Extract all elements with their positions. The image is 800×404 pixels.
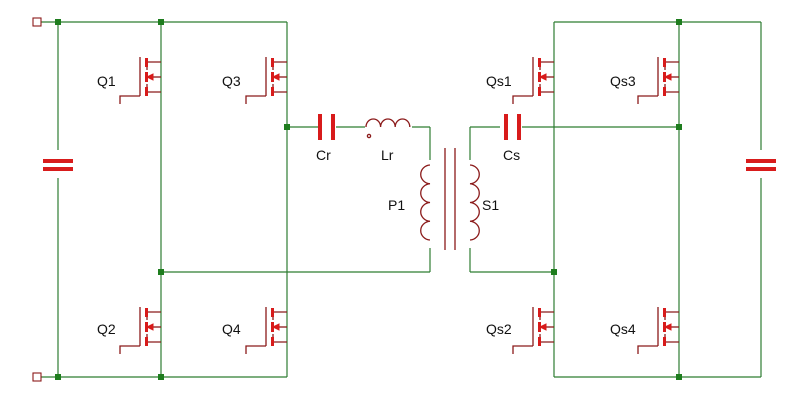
mosfet-q4 (245, 300, 287, 354)
mosfet-qs2 (512, 300, 554, 354)
junction-dot (55, 19, 61, 25)
mosfet-qs4 (637, 300, 679, 354)
junction-dot (55, 374, 61, 380)
label-q3: Q3 (222, 73, 241, 89)
junction-dot (676, 374, 682, 380)
mosfet-qs1 (512, 50, 554, 104)
capacitor-cr (318, 114, 335, 140)
capacitor-cs (504, 114, 521, 140)
input-capacitor (43, 150, 73, 178)
junction-dot (676, 19, 682, 25)
mosfet-qs3 (637, 50, 679, 104)
label-q2: Q2 (97, 321, 116, 337)
junction-dot (551, 269, 557, 275)
junction-dot (158, 269, 164, 275)
junction-dot (158, 19, 164, 25)
junction-dot (158, 374, 164, 380)
input-port-bottom (32, 372, 42, 382)
label-q1: Q1 (97, 73, 116, 89)
transformer (418, 148, 482, 250)
label-lr: Lr (381, 147, 394, 163)
mosfet-q1 (119, 50, 161, 104)
label-qs3: Qs3 (610, 73, 636, 89)
mosfet-q2 (119, 300, 161, 354)
wires (40, 21, 762, 378)
mosfet-q3 (245, 50, 287, 104)
label-qs1: Qs1 (486, 73, 512, 89)
output-capacitor (746, 150, 776, 178)
label-q4: Q4 (222, 321, 241, 337)
junction-dot (284, 124, 290, 130)
junction-dot (676, 124, 682, 130)
input-port-top (32, 17, 42, 27)
label-qs4: Qs4 (610, 321, 636, 337)
label-cs: Cs (503, 147, 520, 163)
label-s1: S1 (482, 197, 499, 213)
label-cr: Cr (316, 147, 331, 163)
label-p1: P1 (388, 197, 405, 213)
junctions (55, 19, 682, 380)
label-qs2: Qs2 (486, 321, 512, 337)
inductor-lr (365, 112, 412, 139)
